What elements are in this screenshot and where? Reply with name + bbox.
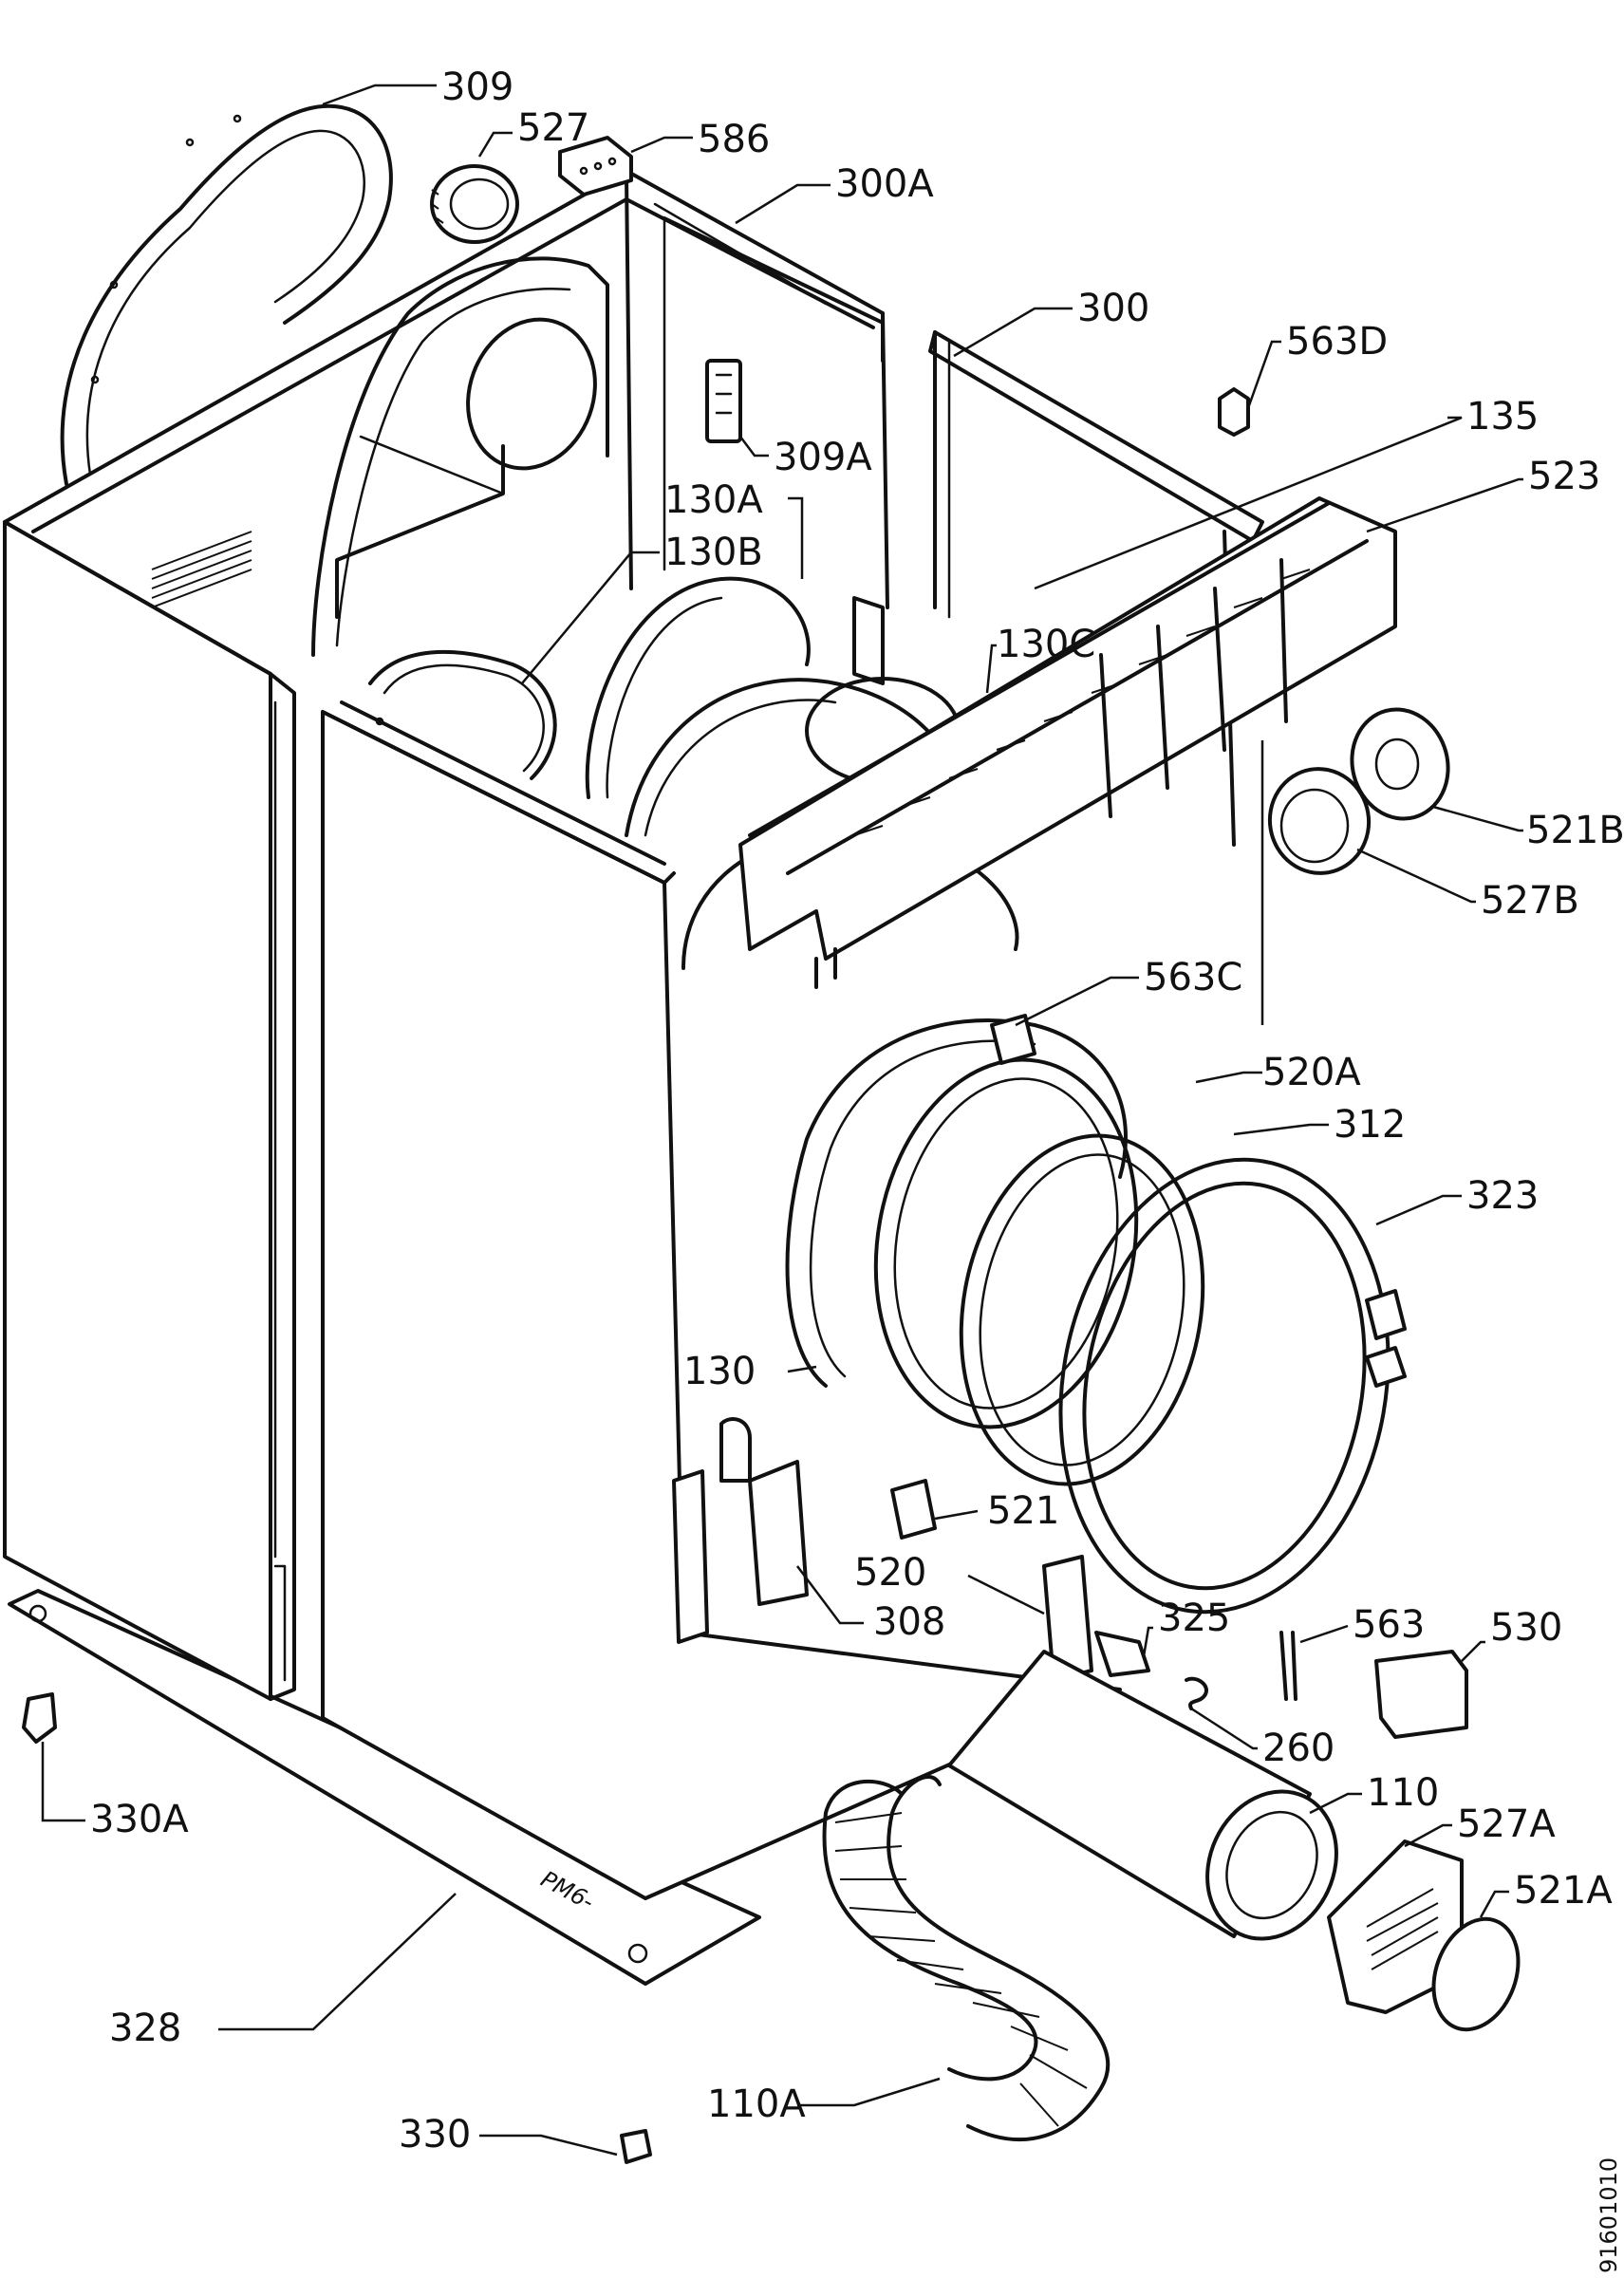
sheet-id: 91601010 [1596,2157,1622,2273]
exhaust-duct-and-hose [822,1650,1338,2141]
feet [22,1692,652,2164]
label-300A: 300A [835,162,934,206]
base-plate [8,1589,761,1986]
label-527: 527 [517,106,589,150]
label-312: 312 [1334,1103,1406,1147]
label-521: 521 [987,1489,1059,1533]
rear-gasket [60,103,393,486]
label-328: 328 [109,2007,181,2050]
label-130: 130 [683,1350,756,1393]
label-520: 520 [854,1551,926,1595]
label-563C: 563C [1144,956,1242,999]
label-308: 308 [873,1600,945,1644]
door-assembly [785,1014,1407,1615]
label-527B: 527B [1481,879,1579,923]
hardware-parts [672,1417,1468,1739]
label-530: 530 [1490,1606,1562,1650]
label-521A: 521A [1514,1869,1613,1913]
label-300: 300 [1077,287,1149,330]
label-523: 523 [1528,455,1600,498]
label-323: 323 [1466,1174,1539,1218]
label-135: 135 [1466,395,1539,439]
label-330A: 330A [90,1798,189,1841]
part-labels: 309 527 586 300A 300 563D 135 523 309A 1… [90,65,1624,2157]
cabinet-top-frame [3,169,889,676]
label-325: 325 [1158,1596,1230,1640]
label-520A: 520A [1262,1051,1361,1094]
small-parts-top [430,136,1250,443]
label-309: 309 [441,65,513,109]
drum-rear-seals [368,576,811,799]
label-330: 330 [399,2113,471,2157]
label-130A: 130A [664,478,763,522]
label-130C: 130C [997,623,1095,666]
rings-right [1267,707,1450,875]
label-527A: 527A [1457,1802,1556,1846]
leader-lines [41,84,1523,2157]
label-563D: 563D [1286,320,1388,364]
label-110A: 110A [707,2082,806,2126]
label-586: 586 [698,118,770,161]
control-panel-frame [738,496,1397,989]
label-260: 260 [1262,1727,1335,1770]
label-521B: 521B [1526,809,1624,852]
label-309A: 309A [774,436,872,479]
label-563: 563 [1353,1603,1425,1647]
label-130B: 130B [664,531,763,574]
vent-grill-and-cap [1327,1839,1521,2032]
cabinet-left-panel [3,520,296,1701]
label-110: 110 [1367,1771,1439,1815]
